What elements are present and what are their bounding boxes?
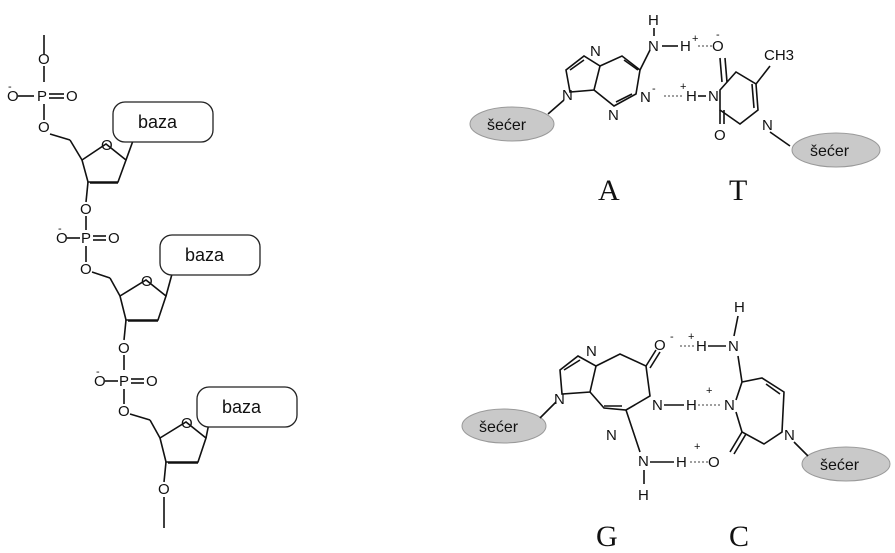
- nitrogen-atom: N: [638, 453, 649, 470]
- base-letter-g: G: [596, 520, 618, 553]
- thymine-molecule: O - + H N CH3 N O: [680, 29, 794, 147]
- deoxyribose-ring: O: [81, 137, 135, 184]
- hydrogen-atom: H: [680, 38, 691, 55]
- oxygen-atom: O: [38, 119, 50, 136]
- base-pair-gc: šećer šećer N N N N H O - N H H: [461, 299, 891, 553]
- oxygen-atom: O: [181, 415, 193, 432]
- positive-charge: +: [680, 81, 686, 93]
- oxygen-atom: O: [94, 373, 106, 390]
- base-box: [196, 386, 298, 428]
- negative-charge: -: [716, 29, 720, 41]
- oxygen-atom: O: [80, 201, 92, 218]
- positive-charge: +: [688, 331, 694, 343]
- nitrogen-atom: N: [606, 427, 617, 444]
- hydrogen-atom: H: [686, 397, 697, 414]
- negative-charge: -: [96, 366, 100, 378]
- phosphate-group: O - P O O: [56, 223, 120, 278]
- positive-charge: +: [694, 441, 700, 453]
- nitrogen-atom: N: [640, 89, 651, 106]
- nitrogen-atom: N: [648, 38, 659, 55]
- sugar-ellipse-right: [801, 446, 891, 482]
- oxygen-atom: O: [101, 137, 113, 154]
- nitrogen-atom: N: [728, 338, 739, 355]
- base-label: baza: [138, 112, 178, 132]
- base-label: baza: [185, 245, 225, 265]
- sugar-ellipse-left: [461, 408, 547, 444]
- sugar-label: šećer: [810, 143, 850, 160]
- oxygen-atom: O: [714, 127, 726, 144]
- hydrogen-atom: H: [648, 12, 659, 29]
- oxygen-atom: O: [66, 88, 78, 105]
- phosphate-group: O - P O O: [7, 81, 78, 136]
- base-pair-at: šećer šećer N N N N - N H H +: [469, 12, 881, 207]
- hydrogen-atom: H: [696, 338, 707, 355]
- nitrogen-atom: N: [762, 117, 773, 134]
- nitrogen-atom: N: [724, 397, 735, 414]
- guanine-molecule: N N N N H O - N H H: [539, 331, 697, 504]
- oxygen-atom: O: [654, 337, 666, 354]
- oxygen-atom: O: [108, 230, 120, 247]
- phosphorus-atom: P: [81, 230, 91, 247]
- base-label: baza: [222, 397, 262, 417]
- oxygen-atom: O: [38, 51, 50, 68]
- sugar-label: šećer: [479, 419, 519, 436]
- adenine-molecule: N N N N - N H H +: [547, 12, 698, 124]
- base-box: [112, 101, 214, 143]
- sugar-ellipse-left: [469, 106, 555, 142]
- cytosine-molecule: + H N H + N N O +: [688, 299, 809, 471]
- nitrogen-atom: N: [554, 391, 565, 408]
- negative-charge: -: [58, 223, 62, 235]
- methyl-group: CH3: [764, 47, 794, 64]
- nitrogen-atom: N: [652, 397, 663, 414]
- oxygen-atom: O: [146, 373, 158, 390]
- sugar-label: šećer: [487, 117, 527, 134]
- phosphate-group: O - P O O: [94, 366, 158, 420]
- positive-charge: +: [692, 33, 698, 45]
- oxygen-atom: O: [118, 403, 130, 420]
- nitrogen-atom: N: [784, 427, 795, 444]
- nitrogen-atom: N: [562, 87, 573, 104]
- oxygen-atom: O: [56, 230, 68, 247]
- base-box: [159, 234, 261, 276]
- base-letter-t: T: [729, 174, 747, 207]
- sugar-ellipse-right: [791, 132, 881, 168]
- negative-charge: -: [652, 83, 656, 95]
- negative-charge: -: [670, 331, 674, 343]
- sugar-label: šećer: [820, 457, 860, 474]
- phosphorus-atom: P: [119, 373, 129, 390]
- nitrogen-atom: N: [586, 343, 597, 360]
- dna-backbone: O O - P O O O baza O O: [7, 35, 298, 528]
- nitrogen-atom: N: [708, 88, 719, 105]
- hydrogen-atom: H: [638, 487, 649, 504]
- oxygen-atom: O: [712, 38, 724, 55]
- hydrogen-atom: H: [676, 454, 687, 471]
- oxygen-atom: O: [158, 481, 170, 498]
- oxygen-atom: O: [141, 273, 153, 290]
- oxygen-atom: O: [7, 88, 19, 105]
- oxygen-atom: O: [118, 340, 130, 357]
- negative-charge: -: [8, 81, 12, 93]
- base-letter-a: A: [598, 174, 620, 207]
- deoxyribose-ring: O: [119, 273, 173, 322]
- nitrogen-atom: N: [590, 43, 601, 60]
- phosphorus-atom: P: [37, 88, 47, 105]
- positive-charge: +: [706, 385, 712, 397]
- oxygen-atom: O: [80, 261, 92, 278]
- nitrogen-atom: N: [608, 107, 619, 124]
- base-letter-c: C: [729, 520, 749, 553]
- oxygen-atom: O: [708, 454, 720, 471]
- hydrogen-atom: H: [734, 299, 745, 316]
- hydrogen-atom: H: [686, 88, 697, 105]
